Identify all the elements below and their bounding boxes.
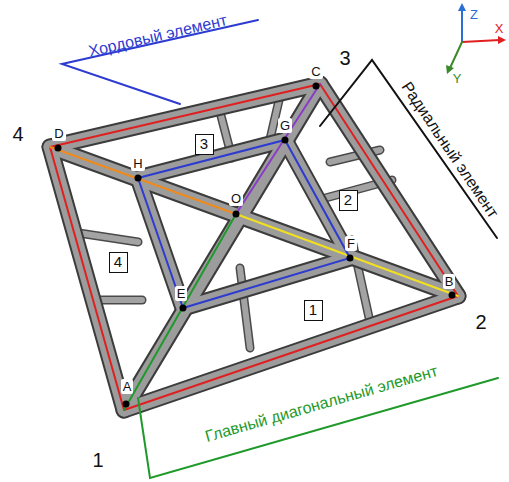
- point-letter: F: [345, 236, 357, 251]
- callout-box: 3: [195, 134, 214, 155]
- axis-label: X: [495, 22, 504, 35]
- callout-box: 4: [109, 252, 128, 273]
- callout-number: 4: [110, 254, 127, 269]
- callout-box: 2: [339, 190, 358, 211]
- point-letter: D: [52, 126, 65, 141]
- point-letter: A: [121, 379, 134, 394]
- point-letter: H: [131, 156, 144, 171]
- callout-number: 3: [196, 136, 213, 151]
- point-letter: O: [229, 191, 243, 206]
- point-letter: B: [443, 274, 456, 289]
- element-caption: Хордовый элемент: [87, 12, 229, 59]
- corner-number: 3: [339, 48, 350, 68]
- corner-number: 2: [475, 312, 486, 332]
- callout-number: 1: [305, 302, 322, 317]
- callout-box: 1: [304, 300, 323, 321]
- axis-label: Z: [470, 8, 478, 21]
- point-letter: G: [278, 118, 292, 133]
- corner-number: 1: [92, 450, 103, 470]
- element-caption: Радиальный элемент: [399, 79, 502, 220]
- point-letter: E: [175, 286, 188, 301]
- corner-number: 4: [12, 124, 23, 144]
- axis-label: Y: [453, 72, 462, 85]
- callout-number: 2: [340, 192, 357, 207]
- point-letter: C: [309, 64, 322, 79]
